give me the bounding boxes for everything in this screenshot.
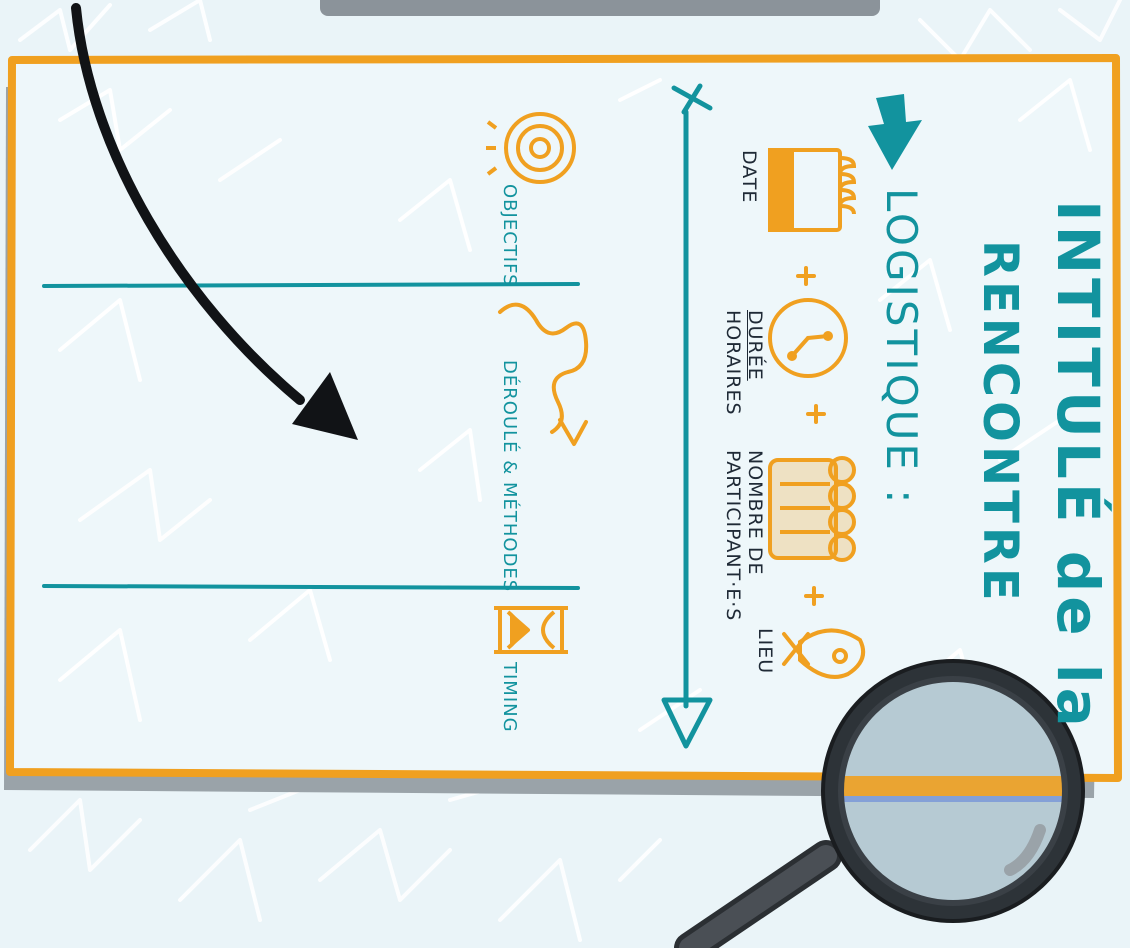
- nombre-de-label: NOMBRE DE: [744, 450, 766, 621]
- logistique-item-duree: DURÉE HORAIRES: [722, 310, 766, 416]
- logistique-item-date: DATE: [738, 150, 760, 203]
- column-divider-2: [44, 586, 578, 588]
- column-timing-label: TIMING: [499, 662, 520, 733]
- people-icon: [770, 458, 854, 560]
- title-line-1: INTITULÉ de la: [1044, 200, 1112, 731]
- logistique-item-lieu: LIEU: [754, 628, 776, 674]
- title-line-2: RENCONTRE: [972, 240, 1028, 605]
- column-divider-1: [44, 284, 578, 286]
- top-shadow-bar: [320, 0, 880, 16]
- horaires-label: HORAIRES: [722, 310, 744, 416]
- column-objectifs-label: OBJECTIFS: [499, 184, 520, 287]
- participantes-label: PARTICIPANT·E·S: [722, 450, 744, 621]
- column-deroule-label: DÉROULÉ & MÉTHODES: [499, 360, 520, 592]
- logistique-heading: LOGISTIQUE :: [877, 188, 926, 506]
- duree-label: DURÉE: [744, 310, 766, 416]
- logistique-item-participants: NOMBRE DE PARTICIPANT·E·S: [722, 450, 766, 621]
